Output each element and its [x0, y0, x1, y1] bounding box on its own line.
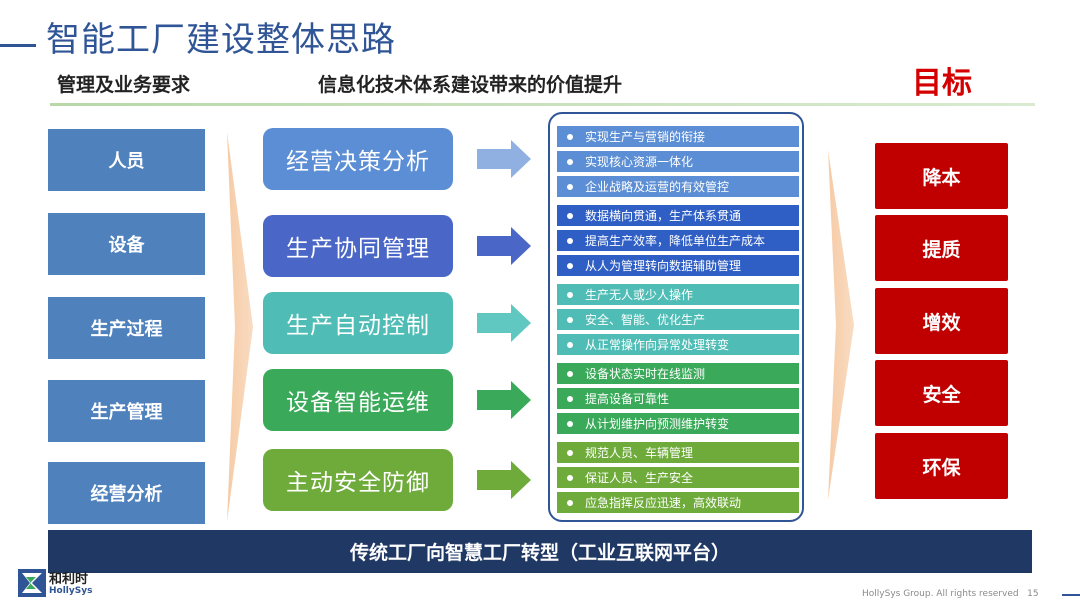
- logo-sub: HollySys: [49, 586, 93, 596]
- bullet-icon: [567, 237, 573, 244]
- hollysys-logo-icon: [18, 569, 46, 597]
- bullet-icon: [567, 370, 573, 377]
- bullet-icon: [567, 420, 573, 427]
- goal-box: 增效: [875, 288, 1008, 354]
- header-requirements: 管理及业务要求: [57, 74, 191, 96]
- arrow-right-icon: [477, 140, 531, 178]
- header-target: 目标: [912, 66, 972, 101]
- platform-banner: 传统工厂向智慧工厂转型（工业互联网平台）: [48, 530, 1032, 573]
- bullet-icon: [567, 291, 573, 298]
- bullet-icon: [567, 133, 573, 140]
- value-item: 从人为管理转向数据辅助管理: [557, 255, 799, 276]
- goal-box: 降本: [875, 143, 1008, 209]
- value-item: 从计划维护向预测维护转变: [557, 413, 799, 434]
- requirement-box: 设备: [48, 213, 205, 275]
- requirement-box: 经营分析: [48, 462, 205, 524]
- value-item: 保证人员、生产安全: [557, 467, 799, 488]
- goal-box: 环保: [875, 433, 1008, 499]
- bullet-icon: [567, 316, 573, 323]
- bullet-icon: [567, 341, 573, 348]
- value-item: 规范人员、车辆管理: [557, 442, 799, 463]
- arrow-right-icon: [477, 381, 531, 419]
- capability-box: 主动安全防御: [263, 449, 453, 511]
- value-item: 数据横向贯通，生产体系贯通: [557, 205, 799, 226]
- value-item: 提高设备可靠性: [557, 388, 799, 409]
- requirement-box: 人员: [48, 129, 205, 191]
- capability-box: 设备智能运维: [263, 369, 453, 431]
- arrow-right-icon: [477, 304, 531, 342]
- title-dash: [0, 44, 36, 47]
- value-item: 安全、智能、优化生产: [557, 309, 799, 330]
- flow-chevron-right: [828, 150, 854, 500]
- value-item: 应急指挥反应迅速，高效联动: [557, 492, 799, 513]
- arrow-right-icon: [477, 227, 531, 265]
- page-number: 15: [1027, 589, 1039, 599]
- page-line: [1062, 594, 1080, 596]
- bullet-icon: [567, 183, 573, 190]
- bullet-icon: [567, 158, 573, 165]
- header-value: 信息化技术体系建设带来的价值提升: [318, 74, 623, 96]
- requirement-box: 生产过程: [48, 297, 205, 359]
- value-item: 生产无人或少人操作: [557, 284, 799, 305]
- requirement-box: 生产管理: [48, 380, 205, 442]
- bullet-icon: [567, 499, 573, 506]
- header-rule: [50, 103, 1035, 106]
- bullet-icon: [567, 474, 573, 481]
- value-item: 从正常操作向异常处理转变: [557, 334, 799, 355]
- bullet-icon: [567, 212, 573, 219]
- goal-box: 提质: [875, 215, 1008, 281]
- arrow-right-icon: [477, 461, 531, 499]
- capability-box: 经营决策分析: [263, 128, 453, 190]
- footer-copyright: HollySys Group. All rights reserved 15: [862, 589, 1039, 599]
- page-title: 智能工厂建设整体思路: [46, 20, 396, 60]
- value-item: 设备状态实时在线监测: [557, 363, 799, 384]
- logo-name: 和利时: [49, 572, 89, 587]
- goal-box: 安全: [875, 360, 1008, 426]
- value-item: 提高生产效率，降低单位生产成本: [557, 230, 799, 251]
- capability-box: 生产自动控制: [263, 292, 453, 354]
- flow-chevron-left: [227, 132, 253, 522]
- bullet-icon: [567, 262, 573, 269]
- bullet-icon: [567, 395, 573, 402]
- value-item: 企业战略及运营的有效管控: [557, 176, 799, 197]
- value-item: 实现核心资源一体化: [557, 151, 799, 172]
- capability-box: 生产协同管理: [263, 215, 453, 277]
- value-item: 实现生产与营销的衔接: [557, 126, 799, 147]
- bullet-icon: [567, 449, 573, 456]
